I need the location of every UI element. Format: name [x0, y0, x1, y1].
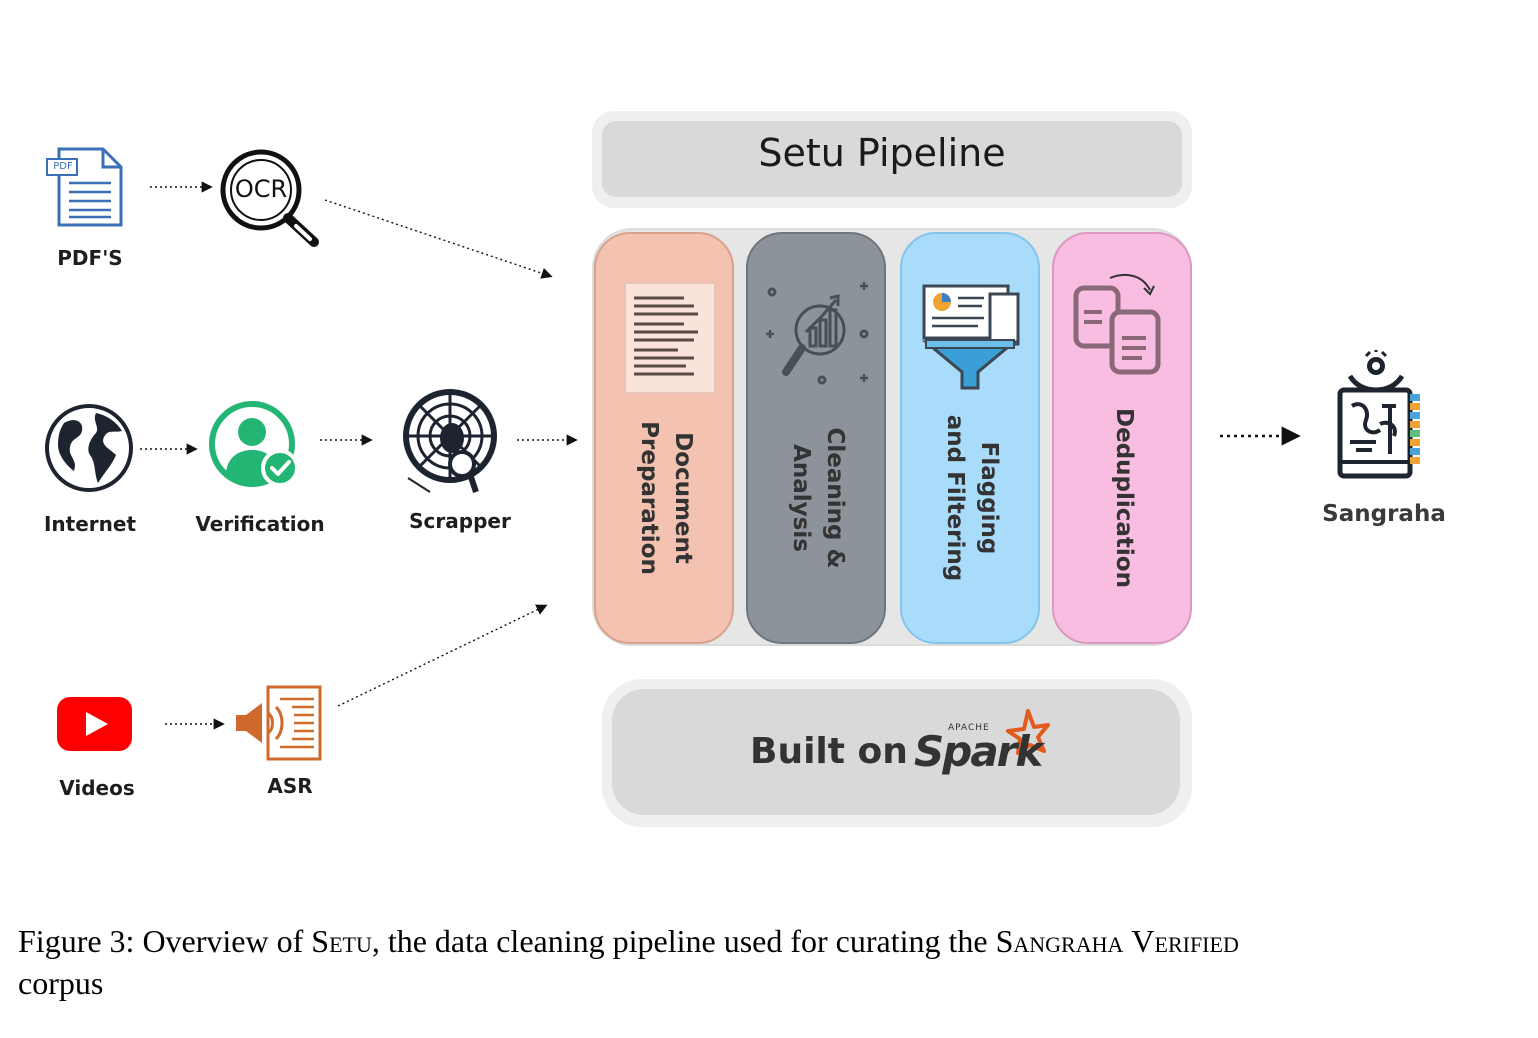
analytics-magnifier-icon [764, 280, 872, 390]
spider-web-icon [400, 388, 504, 498]
built-on-text: Built on [750, 731, 908, 772]
caption-middle: , the data cleaning pipeline used for cu… [371, 923, 996, 959]
document-lines-icon [624, 282, 716, 394]
figure-caption: Figure 3: Overview of Setu, the data cle… [18, 920, 1518, 1004]
caption-line2: corpus [18, 965, 104, 1001]
caption-prefix: Figure 3: Overview of [18, 923, 312, 959]
stage-flagging-filtering: Flagging and Filtering [900, 232, 1040, 644]
filter-funnel-icon [920, 280, 1024, 392]
arrow-ocr-to-pipeline [324, 199, 553, 279]
pipeline-title-panel: Setu Pipeline [592, 111, 1192, 208]
stage-cleaning-analysis: Cleaning & Analysis [746, 232, 886, 644]
pipeline-title: Setu Pipeline [758, 131, 1006, 175]
stage-label: Deduplication [1111, 407, 1137, 588]
pdf-icon: PDF [45, 145, 125, 230]
ocr-magnifier-icon: OCR [218, 148, 323, 248]
youtube-icon [57, 697, 132, 751]
apache-spark-logo: APACHE Spark [910, 709, 1050, 785]
spark-wordmark: Spark [914, 727, 1043, 776]
sangraha-label: Sangraha [1322, 501, 1446, 527]
scrapper-label: Scrapper [409, 509, 511, 533]
arrow-asr-to-pipeline [337, 604, 548, 707]
caption-verified: Verified [1131, 923, 1239, 959]
asr-label: ASR [267, 774, 313, 798]
stage-label: Document Preparation [636, 420, 696, 575]
stage-label: Cleaning & Analysis [788, 427, 848, 569]
stage-label: Flagging and Filtering [942, 414, 1002, 581]
built-on-spark-panel: Built on APACHE Spark [602, 679, 1192, 827]
ocr-text: OCR [234, 175, 288, 203]
asr-speaker-doc-icon [232, 685, 324, 763]
pdf-badge-text: PDF [53, 161, 73, 172]
pdfs-label: PDF'S [57, 246, 123, 270]
stage-deduplication: Deduplication [1052, 232, 1192, 644]
caption-setu: Setu [311, 923, 372, 959]
globe-icon [44, 403, 134, 493]
verified-user-icon [208, 400, 300, 492]
verification-label: Verification [195, 512, 325, 536]
duplicate-docs-icon [1072, 268, 1168, 378]
internet-label: Internet [43, 512, 137, 536]
sangraha-book-icon [1336, 348, 1426, 482]
caption-sangraha: Sangraha [995, 923, 1124, 959]
stage-document-preparation: Document Preparation [594, 232, 734, 644]
apache-small-text: APACHE [948, 723, 990, 733]
videos-label: Videos [59, 776, 135, 800]
